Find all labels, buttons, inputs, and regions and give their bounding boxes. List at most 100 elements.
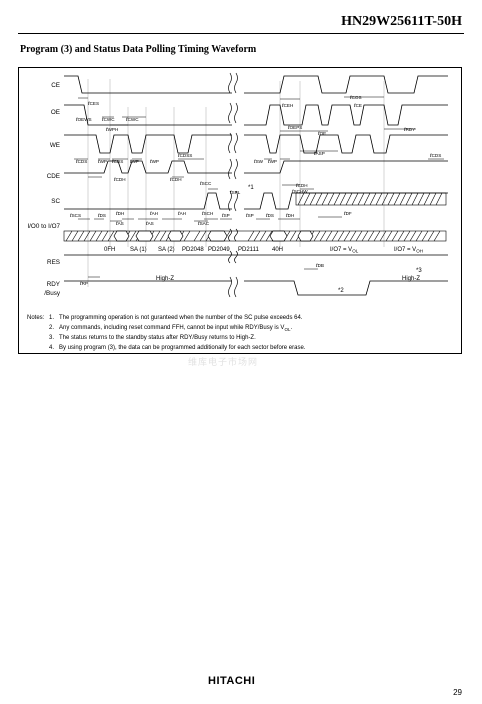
svg-text:tCOS: tCOS (350, 95, 362, 101)
notes-heading: Notes: (27, 315, 45, 321)
timing-sp-2: SP (248, 213, 254, 218)
signal-we: WE (50, 142, 60, 149)
svg-text:tCWC: tCWC (126, 117, 139, 123)
signal-io: I/O0 to I/O7 (27, 223, 60, 230)
svg-text:tOE: tOE (318, 131, 326, 137)
timing-scs: SCS (72, 213, 81, 218)
svg-text:tWP: tWP (98, 159, 107, 165)
note-2-tail: . (290, 324, 293, 331)
timing-wp-2: WP (132, 159, 139, 164)
signal-sc: SC (51, 198, 60, 205)
timing-ah-2: AH (180, 211, 186, 216)
timing-oews: OEWS (78, 117, 92, 122)
diagram-frame (18, 67, 462, 354)
timing-rdy: RDY (406, 127, 416, 132)
timing-wp: WP (100, 159, 107, 164)
timing-scc: SCC (202, 181, 212, 186)
note-4-text: By using program (3), the data can be pr… (59, 344, 306, 351)
note-marker-2: *2 (338, 288, 344, 294)
highz-label-1: High-Z (156, 276, 174, 282)
svg-text:tDF: tDF (344, 211, 352, 217)
svg-text:tSCC: tSCC (200, 181, 212, 187)
svg-text:tCDH: tCDH (114, 177, 126, 183)
timing-cds-3: CDS (432, 153, 442, 158)
bus-value-io7-voh: I/O7 = V (394, 247, 416, 253)
timing-ah: AH (152, 211, 158, 216)
timing-rp: RP (82, 281, 88, 286)
signal-ce: CE (51, 82, 60, 89)
timing-cos: COS (352, 95, 362, 100)
watermark: 维库电子市场网 (188, 357, 259, 367)
timing-cdh-3: CDH (298, 183, 308, 188)
timing-cwc: CWC (104, 117, 116, 122)
timing-as-2: AS (148, 221, 154, 226)
timing-sw: SW (256, 159, 264, 164)
svg-text:tRDY: tRDY (404, 127, 415, 133)
svg-text:tWP: tWP (150, 159, 159, 165)
svg-text:tWP: tWP (268, 159, 277, 165)
timing-waveform: CE OE WE CDE SC I/O0 to I/O7 RES RDY /Bu… (27, 72, 448, 298)
bus-value-io7-vol-sub: OL (352, 249, 359, 254)
bus-value-pd2048: PD2048 (182, 247, 204, 253)
signal-res: RES (47, 259, 60, 266)
timing-ceh: CEH (284, 103, 294, 108)
timing-as: AS (118, 221, 124, 226)
timing-cds: CDS (78, 159, 88, 164)
notes-block: Notes: 1. The programming operation is not… (27, 314, 305, 354)
svg-text:tCDS: tCDS (430, 153, 441, 159)
svg-text:I/O7 = VOL: I/O7 = VOL (330, 247, 359, 254)
svg-text:tOEPS: tOEPS (288, 125, 302, 131)
timing-schw: SCHW (294, 189, 309, 194)
timing-cdss: CDSS (180, 153, 193, 158)
svg-text:tCEH: tCEH (282, 103, 293, 109)
signal-rdy: RDY (47, 281, 61, 288)
timing-df: DF (346, 211, 352, 216)
bus-value-io7-vol: I/O7 = V (330, 247, 352, 253)
note-1-num: 1. (49, 315, 55, 321)
note-1-text: The programming operation is not gurante… (59, 315, 303, 321)
page-number: 29 (453, 688, 462, 697)
svg-text:I/O7 = VOH: I/O7 = VOH (394, 247, 423, 254)
timing-sch: SCH (204, 211, 214, 216)
note-2-text: Any commands, including reset command FF… (59, 324, 285, 331)
svg-text:tDH: tDH (286, 213, 294, 219)
note-3-num: 3. (49, 335, 55, 342)
svg-text:tCWC: tCWC (102, 117, 115, 123)
svg-text:tSPL: tSPL (230, 190, 241, 196)
svg-text:tCDH: tCDH (170, 177, 182, 183)
svg-text:tCDS: tCDS (76, 159, 87, 165)
signal-oe: OE (51, 109, 60, 116)
bus-value-40h: 40H (272, 247, 283, 253)
note-4-num: 4. (49, 344, 55, 351)
svg-text:tWP: tWP (130, 159, 139, 165)
timing-cds-2: CDS (114, 159, 124, 164)
highz-label-2: High-Z (402, 276, 420, 282)
svg-text:tCDSS: tCDSS (178, 153, 192, 159)
timing-ds-2: DS (268, 213, 274, 218)
svg-text:tCES: tCES (88, 101, 99, 107)
timing-asp: ASP (316, 151, 325, 156)
svg-text:tSCHW: tSCHW (292, 189, 308, 195)
svg-text:tAS: tAS (146, 221, 154, 227)
svg-text:tCDS: tCDS (112, 159, 123, 165)
svg-text:tRP: tRP (80, 281, 88, 287)
timing-wp-4: WP (270, 159, 277, 164)
timing-wp-3: WP (152, 159, 159, 164)
svg-text:tSAC: tSAC (198, 221, 210, 227)
bus-value-sa2: SA (2) (158, 247, 175, 253)
svg-text:tAH: tAH (150, 211, 158, 217)
timing-cdh-2: CDH (172, 177, 182, 182)
svg-text:tDS: tDS (98, 213, 106, 219)
svg-text:tDB: tDB (316, 263, 324, 269)
bus-value-pd2111: PD2111 (238, 247, 259, 253)
note-marker-1: *1 (248, 185, 254, 191)
signal-busy: /Busy (44, 290, 61, 297)
timing-sac: SAC (200, 221, 210, 226)
bus-value-pd2049: PD2049 (208, 247, 230, 253)
timing-wph: WPH (108, 127, 119, 132)
note-2-num: 2. (49, 324, 55, 331)
section-title: Program (3) and Status Data Polling Timi… (20, 44, 257, 55)
hitachi-logo: HITACHI (208, 675, 256, 687)
timing-ds: DS (100, 213, 106, 218)
timing-oe: OE (320, 131, 327, 136)
